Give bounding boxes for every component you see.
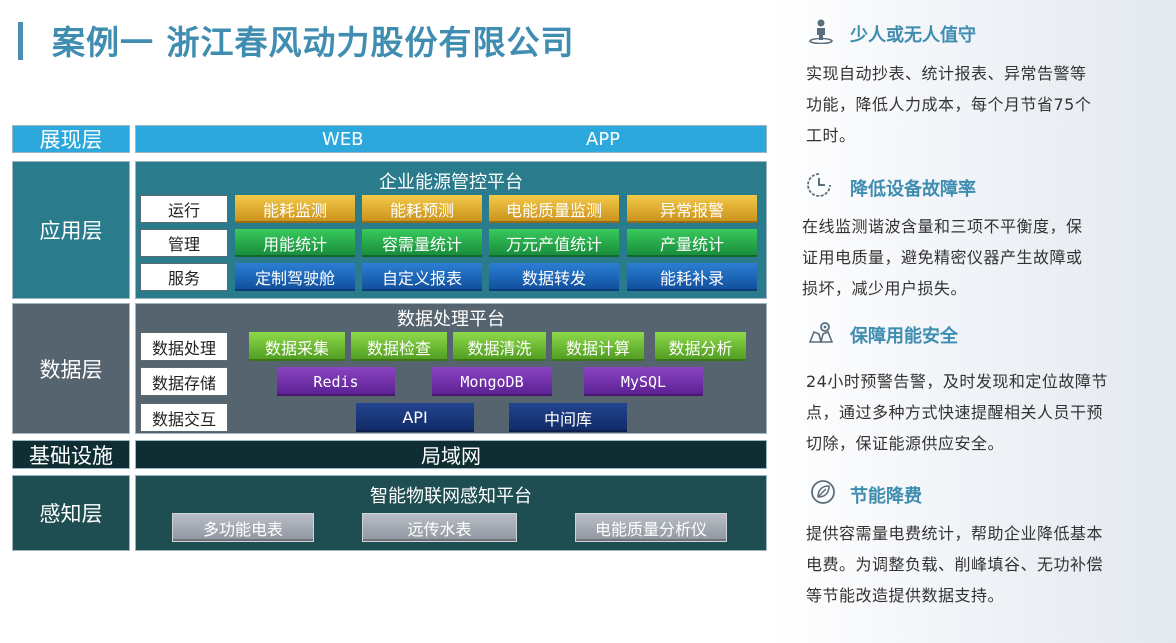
app-button-output-value-stats[interactable]: 万元产值统计 (489, 229, 619, 257)
layer-label-text: 感知层 (39, 502, 103, 526)
data-button-api[interactable]: API (356, 403, 474, 432)
data-row-label-processing: 数据处理 (140, 332, 228, 361)
presentation-item-app: APP (586, 129, 621, 150)
layer-label-data: 数据层 (12, 303, 130, 434)
layer-label-text: 数据层 (39, 357, 103, 382)
layer-label-text: 应用层 (39, 219, 103, 243)
feature-title-unattended: 少人或无人值守 (850, 25, 976, 46)
app-row-label-service: 服务 (140, 263, 228, 291)
data-button-compute[interactable]: 数据计算 (552, 332, 644, 361)
data-button-mysql[interactable]: MySQL (584, 367, 703, 396)
infrastructure-network: 局域网 (421, 444, 481, 468)
map-pin-icon (808, 322, 834, 343)
feature-desc-line: 损坏，减少用户损失。 (802, 279, 968, 298)
device-power-quality-analyzer[interactable]: 电能质量分析仪 (575, 513, 727, 542)
person-pin-icon (809, 19, 833, 44)
feature-desc-line: 24小时预警告警，及时发现和定位故障节 (806, 372, 1108, 391)
presentation-item-web: WEB (322, 129, 364, 150)
feature-desc-line: 工时。 (806, 126, 856, 145)
layer-label-text: 基础设施 (29, 443, 113, 468)
layer-label-application: 应用层 (12, 161, 130, 299)
data-platform-title: 数据处理平台 (397, 309, 505, 330)
feature-desc-line: 切除，保证能源供应安全。 (806, 434, 1005, 453)
data-row-label-storage: 数据存储 (140, 367, 228, 396)
app-button-capacity-demand-stats[interactable]: 容需量统计 (362, 229, 482, 257)
app-row-label-run: 运行 (140, 195, 228, 223)
app-row-label-manage: 管理 (140, 229, 228, 257)
feature-desc-line: 在线监测谐波含量和三项不平衡度，保 (802, 217, 1083, 236)
data-button-middleware-db[interactable]: 中间库 (509, 403, 627, 432)
layer-label-text: 展现层 (39, 128, 103, 152)
right-panel-background (770, 0, 1176, 643)
feature-desc-line: 点，通过多种方式快速提醒相关人员干预 (806, 403, 1104, 422)
data-button-check[interactable]: 数据检查 (351, 332, 447, 361)
app-button-abnormal-alarm[interactable]: 异常报警 (627, 195, 757, 223)
title-accent-bar (18, 22, 23, 60)
layer-label-presentation: 展现层 (12, 125, 130, 153)
data-button-redis[interactable]: Redis (277, 367, 395, 396)
layer-label-perception: 感知层 (12, 475, 130, 551)
feature-desc-line: 提供容需量电费统计，帮助企业降低基本 (806, 524, 1104, 543)
device-remote-water-meter[interactable]: 远传水表 (362, 513, 517, 542)
feature-desc-energy-saving: 提供容需量电费统计，帮助企业降低基本 电费。为调整负载、削峰填谷、无功补偿 等节… (806, 518, 1103, 611)
app-button-custom-report[interactable]: 自定义报表 (362, 263, 482, 291)
device-multifunction-meter[interactable]: 多功能电表 (172, 513, 314, 542)
application-platform-title: 企业能源管控平台 (379, 172, 523, 193)
clock-icon (807, 173, 831, 197)
feature-title-energy-safety: 保障用能安全 (850, 326, 958, 347)
page-title: 案例一 浙江春风动力股份有限公司 (52, 23, 575, 62)
app-button-production-stats[interactable]: 产量统计 (627, 229, 757, 257)
perception-platform-title: 智能物联网感知平台 (370, 486, 532, 507)
feature-desc-reduce-failure: 在线监测谐波含量和三项不平衡度，保 证用电质量，避免精密仪器产生故障或 损坏，减… (802, 211, 1083, 304)
app-button-energy-monitor[interactable]: 能耗监测 (235, 195, 355, 223)
presentation-panel: WEB APP (135, 125, 767, 153)
feature-desc-unattended: 实现自动抄表、统计报表、异常告警等 功能，降低人力成本，每个月节省75个 工时。 (806, 58, 1091, 151)
data-button-clean[interactable]: 数据清洗 (453, 332, 546, 361)
app-button-power-quality-monitor[interactable]: 电能质量监测 (489, 195, 619, 223)
feature-desc-line: 实现自动抄表、统计报表、异常告警等 (806, 64, 1087, 83)
feature-desc-line: 电费。为调整负载、削峰填谷、无功补偿 (806, 555, 1104, 574)
data-button-mongodb[interactable]: MongoDB (432, 367, 552, 396)
feature-title-reduce-failure: 降低设备故障率 (850, 179, 976, 200)
layer-label-infrastructure: 基础设施 (12, 440, 130, 469)
infrastructure-panel: 局域网 (135, 440, 767, 469)
app-button-custom-cockpit[interactable]: 定制驾驶舱 (235, 263, 355, 291)
app-button-energy-usage-stats[interactable]: 用能统计 (235, 229, 355, 257)
leaf-icon (811, 480, 835, 504)
feature-desc-energy-safety: 24小时预警告警，及时发现和定位故障节 点，通过多种方式快速提醒相关人员干预 切… (806, 366, 1108, 459)
feature-desc-line: 证用电质量，避免精密仪器产生故障或 (802, 248, 1083, 267)
data-button-analyze[interactable]: 数据分析 (655, 332, 746, 361)
app-button-energy-supplement[interactable]: 能耗补录 (627, 263, 757, 291)
feature-desc-line: 等节能改造提供数据支持。 (806, 586, 1005, 605)
feature-title-energy-saving: 节能降费 (850, 486, 922, 507)
data-row-label-interaction: 数据交互 (140, 403, 228, 432)
feature-desc-line: 功能，降低人力成本，每个月节省75个 (806, 95, 1092, 114)
app-button-energy-forecast[interactable]: 能耗预测 (362, 195, 482, 223)
data-button-collect[interactable]: 数据采集 (249, 332, 345, 361)
app-button-data-forwarding[interactable]: 数据转发 (489, 263, 619, 291)
